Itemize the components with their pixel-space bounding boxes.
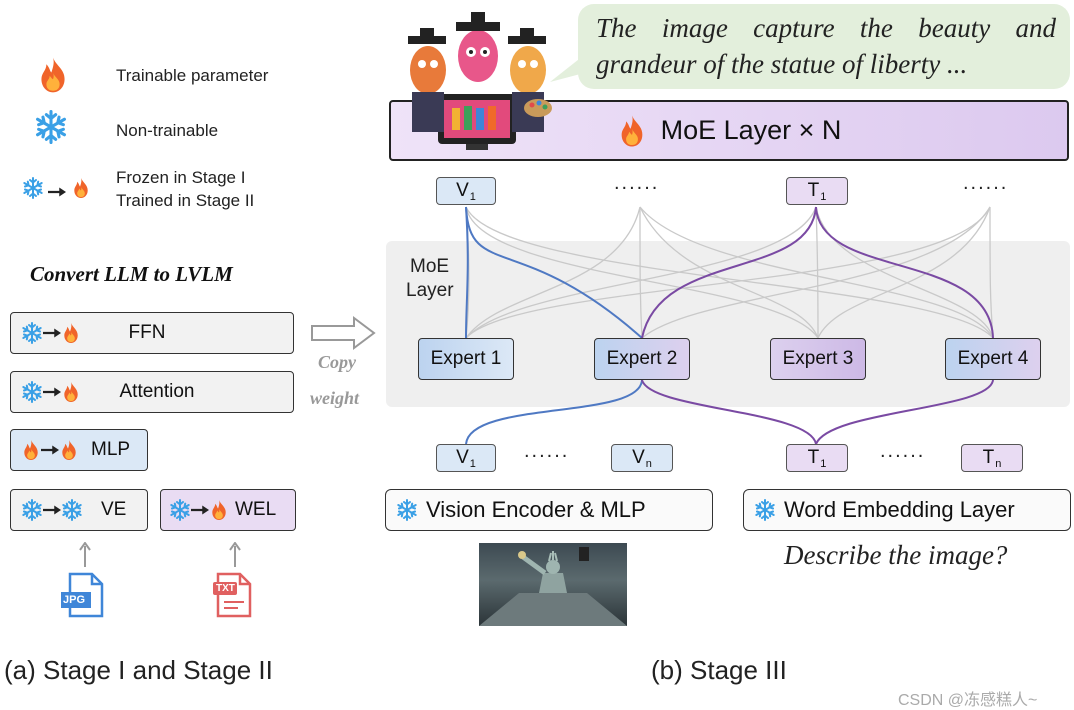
- jpg-label: JPG: [63, 594, 86, 606]
- token-letter: V: [456, 447, 469, 468]
- ffn-label: FFN: [128, 322, 166, 343]
- moe-layer-top-label: MoE Layer × N: [660, 115, 842, 145]
- legend-frozen-line1: Frozen in Stage I: [116, 168, 246, 187]
- txt-file-icon: TXT: [212, 572, 258, 618]
- token-subscript: 1: [469, 191, 476, 203]
- mlp-label: MLP: [91, 439, 131, 460]
- up-arrow-icon: [79, 542, 91, 567]
- token-letter: V: [632, 447, 645, 468]
- attention-box: Attention: [10, 371, 294, 413]
- attention-label: Attention: [119, 381, 195, 402]
- legend-trainable: Trainable parameter: [116, 66, 269, 85]
- ve-box: VE: [10, 489, 148, 531]
- speech-text: The image capture the beauty and grandeu…: [596, 13, 1056, 79]
- watermark: CSDN @冻感糕人~: [898, 692, 1038, 709]
- token-letter: T: [807, 447, 820, 468]
- moe-region-label-line1: MoE: [410, 256, 450, 277]
- expert-4: Expert 4: [945, 338, 1041, 380]
- word-embedding-label: Word Embedding Layer: [784, 497, 1015, 522]
- snowflake-icon: [755, 499, 775, 521]
- legend-non-trainable: Non-trainable: [116, 121, 219, 140]
- top-dots-2: ......: [963, 172, 1009, 194]
- statue-of-liberty-photo: [479, 543, 627, 626]
- question-text: Describe the image?: [784, 540, 1008, 570]
- caption-stage-3: (b) Stage III: [651, 655, 787, 685]
- wel-label: WEL: [235, 499, 277, 520]
- vision-encoder-box: Vision Encoder & MLP: [385, 489, 713, 531]
- left-heading: Convert LLM to LVLM: [30, 262, 233, 286]
- caption-stage-1-2: (a) Stage I and Stage II: [4, 655, 273, 685]
- txt-label: TXT: [216, 583, 235, 594]
- ve-label: VE: [101, 499, 127, 520]
- copy-weight-arrow-icon: [311, 316, 376, 350]
- token-subscript: n: [995, 458, 1002, 470]
- expert-2: Expert 2: [594, 338, 690, 380]
- expert-1: Expert 1: [418, 338, 514, 380]
- bottom-dots-1: ......: [524, 440, 570, 462]
- token-letter: T: [807, 180, 820, 201]
- token-subscript: n: [645, 458, 652, 470]
- llama-mascots-illustration: [402, 8, 554, 152]
- word-embedding-box: Word Embedding Layer: [743, 489, 1071, 531]
- token-subscript: 1: [469, 458, 476, 470]
- weight-label: weight: [310, 388, 360, 408]
- expert-3: Expert 3: [770, 338, 866, 380]
- token-subscript: 1: [820, 191, 827, 203]
- bottom-dots-2: ......: [880, 440, 926, 462]
- moe-region-label-line2: Layer: [406, 280, 454, 301]
- snowflake-icon: [397, 499, 417, 521]
- wel-box: WEL: [160, 489, 296, 531]
- flame-icon: [621, 114, 642, 147]
- speech-bubble: [578, 4, 1070, 89]
- token-letter: T: [982, 447, 995, 468]
- jpg-file-icon: JPG: [60, 572, 106, 618]
- token-subscript: 1: [820, 458, 827, 470]
- speech-bubble-tail: [550, 52, 588, 82]
- up-arrow-icon: [229, 542, 241, 567]
- ffn-box: FFN: [10, 312, 294, 354]
- mlp-box: MLP: [10, 429, 148, 471]
- copy-label: Copy: [318, 352, 356, 372]
- legend-frozen-line2: Trained in Stage II: [116, 191, 255, 210]
- vision-encoder-label: Vision Encoder & MLP: [426, 497, 646, 522]
- token-letter: V: [456, 180, 469, 201]
- top-dots-1: ......: [614, 172, 660, 194]
